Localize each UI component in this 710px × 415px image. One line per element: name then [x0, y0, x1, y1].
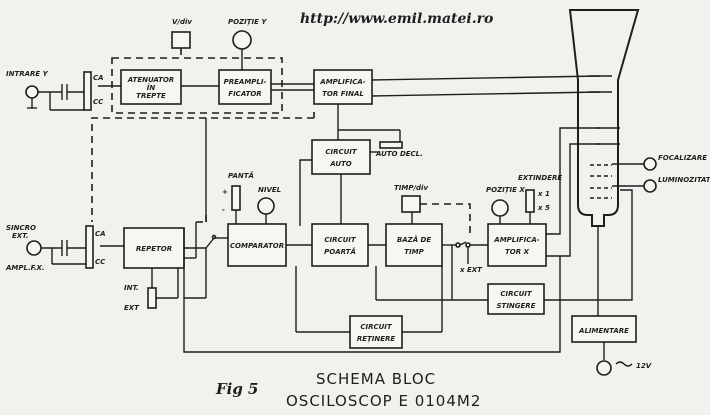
attenuator-block — [120, 69, 182, 105]
svg-text:12V: 12V — [636, 362, 652, 370]
power-supply-block — [571, 315, 637, 343]
svg-text:+: + — [222, 188, 228, 196]
svg-text:PREAMPLI-: PREAMPLI- — [224, 78, 267, 86]
svg-text:V/div: V/div — [172, 18, 192, 26]
crt-tube — [568, 9, 640, 227]
svg-text:AUTO DECL.: AUTO DECL. — [375, 150, 423, 158]
svg-text:PANTĂ: PANTĂ — [228, 171, 254, 180]
svg-text:TOR X: TOR X — [505, 248, 530, 256]
input-y-terminal[interactable] — [25, 85, 39, 99]
power-input-terminal[interactable] — [596, 360, 612, 376]
coupling-switch-y[interactable] — [83, 71, 92, 111]
sync-ext-label: SINCRO — [6, 224, 36, 232]
svg-text:x 1: x 1 — [537, 190, 550, 198]
svg-text:CIRCUIT: CIRCUIT — [325, 148, 358, 156]
slope-switch[interactable] — [231, 185, 241, 211]
cc-label-y: CC — [93, 98, 104, 106]
svg-text:CA: CA — [95, 230, 106, 238]
figure-label: Fig 5 — [215, 380, 259, 398]
time-div-link — [420, 203, 471, 238]
svg-text:NIVEL: NIVEL — [258, 186, 281, 194]
svg-text:POARTĂ: POARTĂ — [324, 247, 356, 256]
svg-text:ATENUATOR: ATENUATOR — [127, 76, 174, 84]
time-div-knob[interactable] — [401, 195, 421, 213]
svg-text:x 5: x 5 — [537, 204, 550, 212]
svg-text:TOR FINAL: TOR FINAL — [322, 90, 364, 98]
preamplifier-block — [218, 69, 272, 105]
svg-text:EXTINDERE: EXTINDERE — [518, 174, 562, 182]
trigger-take-off-dashed — [91, 117, 314, 222]
svg-text:POZIȚIE X: POZIȚIE X — [486, 186, 525, 195]
level-knob[interactable] — [257, 197, 275, 215]
position-x-knob[interactable] — [491, 199, 509, 217]
svg-text:TIMP/div: TIMP/div — [394, 184, 428, 192]
diagram-title-line1: SCHEMA BLOC — [316, 370, 436, 388]
site-url: http://www.emil.matei.ro — [300, 11, 493, 27]
intensity-knob[interactable] — [643, 179, 657, 193]
svg-text:TIMP: TIMP — [404, 248, 424, 256]
svg-text:x EXT: x EXT — [459, 266, 483, 274]
final-amplifier-block — [313, 69, 373, 105]
gate-circuit-block — [311, 223, 369, 267]
svg-text:EXT.: EXT. — [12, 232, 28, 240]
svg-text:COMPARATOR: COMPARATOR — [230, 242, 284, 250]
svg-text:FICATOR: FICATOR — [228, 90, 261, 98]
svg-text:CIRCUIT: CIRCUIT — [324, 236, 357, 244]
svg-text:INT.: INT. — [124, 284, 139, 292]
svg-text:AUTO: AUTO — [329, 160, 352, 168]
svg-text:TREPTE: TREPTE — [136, 92, 166, 100]
svg-text:LUMINOZITATE: LUMINOZITATE — [658, 176, 710, 184]
input-y-label: INTRARE Y — [6, 70, 49, 78]
svg-text:AMPLIFICA-: AMPLIFICA- — [319, 78, 366, 86]
blanking-circuit-block — [487, 283, 545, 315]
volts-div-knob[interactable] — [171, 31, 191, 49]
repeater-block — [123, 227, 185, 269]
svg-text:POZIȚIE Y: POZIȚIE Y — [228, 18, 267, 27]
svg-text:ÎN: ÎN — [147, 83, 156, 92]
int-ext-switch[interactable] — [147, 287, 157, 309]
svg-text:AMPLIFICA-: AMPLIFICA- — [493, 236, 540, 244]
circuit-auto-block — [311, 139, 371, 175]
coupling-switch-sync[interactable] — [85, 225, 94, 269]
svg-text:CIRCUIT: CIRCUIT — [360, 323, 393, 331]
svg-text:BAZĂ DE: BAZĂ DE — [397, 235, 431, 244]
auto-trigger-switch[interactable] — [379, 141, 403, 149]
focus-knob[interactable] — [643, 157, 657, 171]
svg-text:REPETOR: REPETOR — [136, 245, 172, 253]
x-amplifier-block — [487, 223, 547, 267]
svg-text:ALIMENTARE: ALIMENTARE — [578, 327, 629, 335]
svg-text:CIRCUIT: CIRCUIT — [500, 290, 533, 298]
hold-off-circuit-block — [349, 315, 403, 349]
time-base-block — [385, 223, 443, 267]
svg-text:CC: CC — [95, 258, 106, 266]
comparator-block — [227, 223, 287, 267]
svg-text:REȚINERE: REȚINERE — [357, 335, 396, 344]
svg-text:FOCALIZARE: FOCALIZARE — [658, 154, 707, 162]
svg-text:EXT: EXT — [124, 304, 140, 312]
diagram-title-line2: OSCILOSCOP E 0104M2 — [286, 392, 481, 410]
sweep-magnifier-switch[interactable] — [525, 189, 535, 213]
sync-ext-terminal[interactable] — [26, 240, 42, 256]
svg-text:-: - — [222, 206, 225, 214]
position-y-knob[interactable] — [232, 30, 252, 50]
ca-label-y: CA — [93, 74, 104, 82]
ampl-fx-label: AMPL.F.X. — [5, 264, 45, 272]
svg-text:STINGERE: STINGERE — [497, 302, 536, 310]
